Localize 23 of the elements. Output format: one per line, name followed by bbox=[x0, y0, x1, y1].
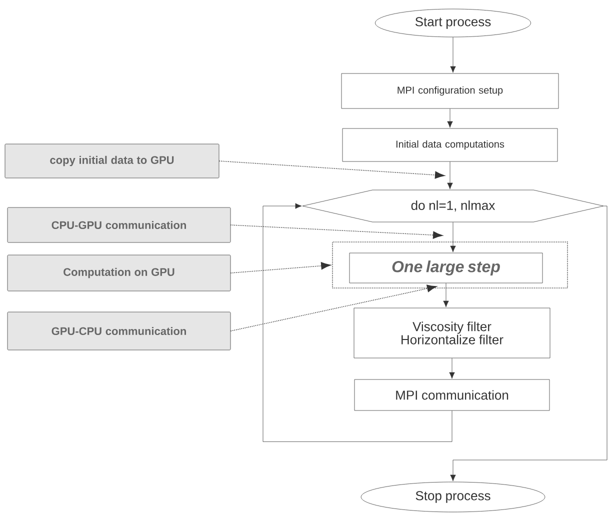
process-box: MPI communication bbox=[354, 379, 550, 411]
process-box: One large step bbox=[349, 252, 543, 284]
arrow bbox=[447, 162, 453, 190]
process-box: Initial data computations bbox=[342, 128, 558, 162]
arrow bbox=[450, 222, 456, 252]
annotation-box: copy initial data to GPU bbox=[4, 144, 220, 178]
arrow bbox=[447, 108, 453, 128]
arrow bbox=[262, 203, 452, 442]
group-box bbox=[332, 242, 568, 288]
arrow bbox=[230, 284, 437, 332]
annotation-box: GPU-CPU communication bbox=[7, 312, 231, 350]
arrow bbox=[450, 206, 608, 482]
arrow bbox=[230, 262, 331, 274]
loop-hexagon: do nl=1, nlmax bbox=[302, 190, 604, 222]
arrow bbox=[218, 160, 445, 179]
process-box: MPI configuration setup bbox=[341, 73, 559, 109]
process-box: Viscosity filter Horizontalize filter bbox=[354, 308, 550, 358]
arrow bbox=[450, 37, 456, 73]
annotation-box: Computation on GPU bbox=[7, 254, 231, 292]
arrow bbox=[230, 224, 443, 239]
annotation-box: CPU-GPU communication bbox=[7, 207, 231, 243]
arrow bbox=[449, 358, 455, 379]
arrow bbox=[443, 283, 449, 308]
